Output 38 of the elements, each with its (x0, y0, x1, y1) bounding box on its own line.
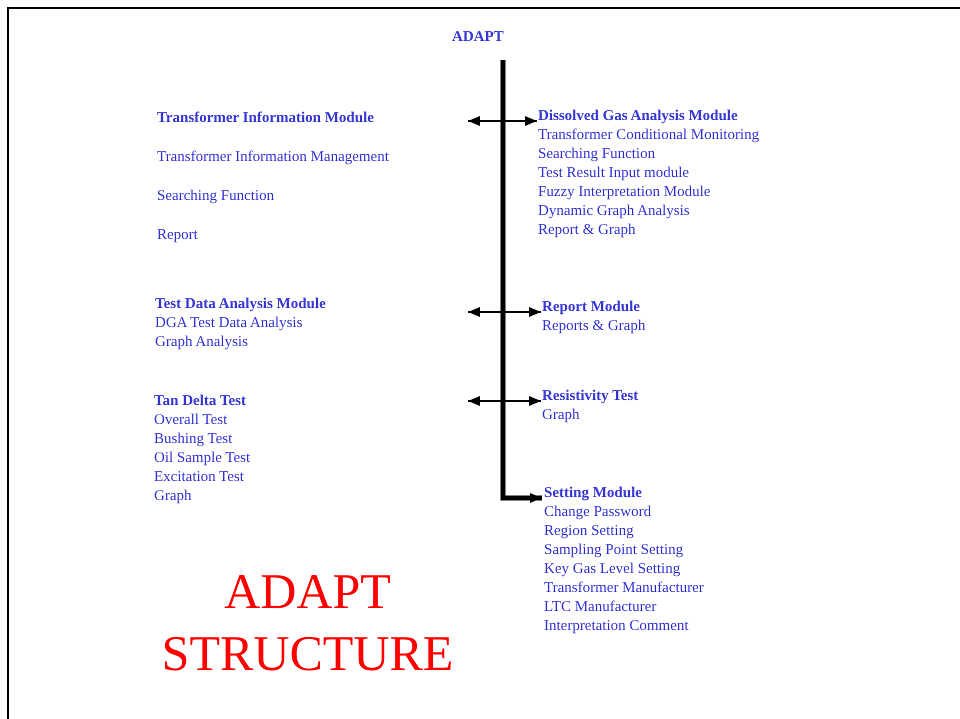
module-heading: Transformer Information Module (157, 109, 374, 128)
module-item: Transformer Information Management (157, 148, 389, 167)
diagram-title: ADAPT STRUCTURE (160, 562, 454, 683)
module-item: Graph (542, 406, 580, 425)
module-item: LTC Manufacturer (544, 598, 656, 617)
module-item: Fuzzy Interpretation Module (538, 183, 710, 202)
module-item: Graph (154, 487, 192, 506)
module-heading: ADAPT (452, 28, 504, 47)
module-item: Reports & Graph (542, 317, 646, 336)
module-item: Interpretation Comment (544, 617, 689, 636)
double-arrow (468, 396, 541, 406)
module-item: Key Gas Level Setting (544, 560, 680, 579)
module-item: Bushing Test (154, 430, 232, 449)
double-arrow (468, 116, 537, 126)
module-heading: Resistivity Test (542, 387, 638, 406)
module-item: Sampling Point Setting (544, 541, 684, 560)
module-heading: Dissolved Gas Analysis Module (538, 107, 738, 126)
module-item: Test Result Input module (538, 164, 690, 183)
module-heading: Report Module (542, 298, 640, 317)
module-item: Searching Function (157, 187, 274, 206)
module-item: Oil Sample Test (154, 449, 250, 468)
module-item: Region Setting (544, 522, 634, 541)
module-item: Overall Test (154, 411, 228, 430)
module-item: Excitation Test (154, 468, 244, 487)
module-item: Dynamic Graph Analysis (538, 202, 690, 221)
module-item: Graph Analysis (155, 333, 248, 352)
module-item: Searching Function (538, 145, 656, 164)
module-item: Report (157, 226, 198, 245)
module-heading: Tan Delta Test (154, 392, 246, 411)
module-item: Change Password (544, 503, 652, 522)
module-heading: Setting Module (544, 484, 642, 503)
module-heading: Test Data Analysis Module (155, 295, 326, 314)
trunk-arrow (500, 60, 542, 503)
module-item: Report & Graph (538, 221, 636, 240)
module-item: DGA Test Data Analysis (155, 314, 302, 333)
module-item: Transformer Conditional Monitoring (538, 126, 760, 145)
double-arrow (468, 307, 541, 317)
module-item: Transformer Manufacturer (544, 579, 704, 598)
